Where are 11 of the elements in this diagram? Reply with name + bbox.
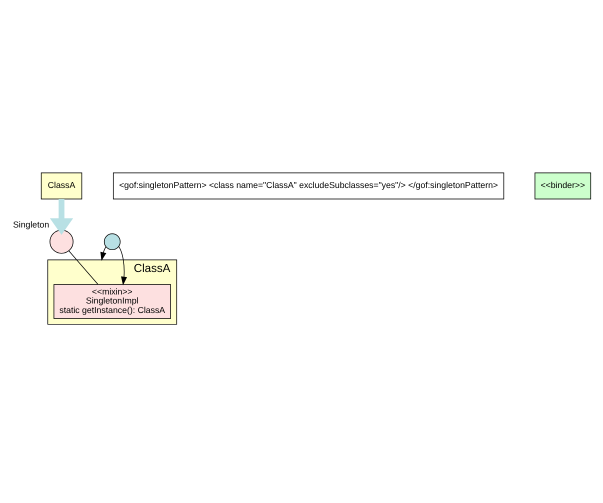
arrow	[118, 246, 128, 286]
node-box: ClassA	[40, 172, 82, 200]
arrow	[50, 199, 74, 235]
node-label: Singleton	[12, 220, 50, 230]
arrow	[100, 246, 106, 261]
connector	[68, 250, 98, 285]
node-box: <gof:singletonPattern> <class name="ClassA" excludeSubclasses="yes"/> </gof:singletonPattern>	[112, 172, 504, 200]
node-circle	[104, 233, 121, 250]
node-box: <<binder>>	[534, 172, 592, 200]
node-circle	[50, 230, 74, 254]
node-box: <<mixin>> SingletonImpl static getInstance(): ClassA	[54, 284, 171, 319]
